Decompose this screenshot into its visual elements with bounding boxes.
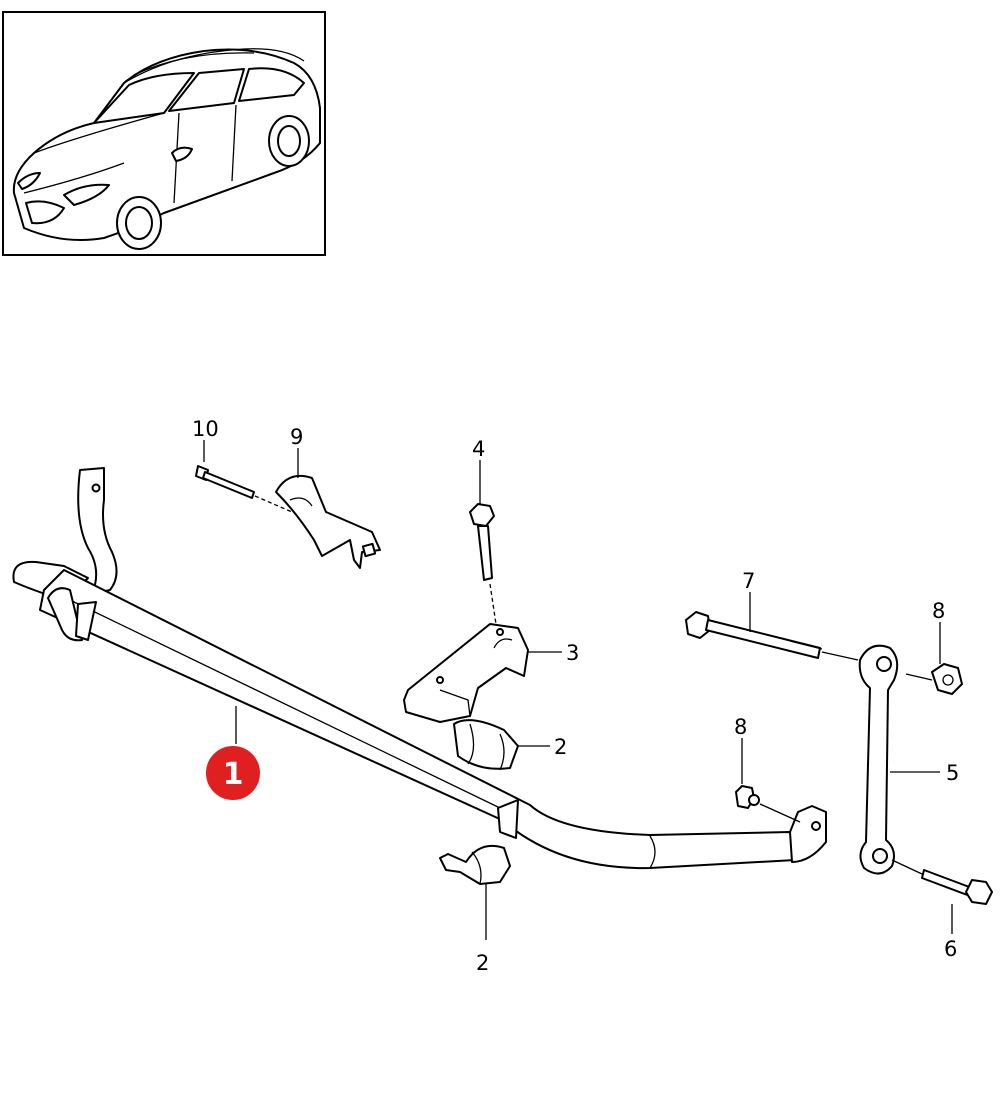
- callout-2-lower: 2: [476, 951, 489, 975]
- callout-10: 10: [192, 417, 219, 441]
- bolt-part-7[interactable]: [685, 611, 859, 661]
- callout-7: 7: [742, 569, 755, 593]
- callout-8-lower: 8: [734, 715, 747, 739]
- callout-2-upper: 2: [554, 735, 567, 759]
- vehicle-thumbnail: [2, 11, 326, 256]
- part-1-badge[interactable]: 1: [204, 744, 262, 802]
- stabilizer-bar-part[interactable]: [12, 467, 827, 870]
- badge-label: 1: [223, 757, 244, 792]
- bracket-part-9[interactable]: [275, 474, 381, 569]
- clamp-part-3[interactable]: [403, 623, 529, 723]
- callout-8-upper: 8: [932, 599, 945, 623]
- callout-3: 3: [566, 641, 579, 665]
- callout-6: 6: [944, 937, 957, 961]
- callout-5: 5: [946, 761, 959, 785]
- bushing-part-2-lower[interactable]: [439, 844, 511, 885]
- vehicle-overview-icon: [12, 48, 321, 250]
- callout-4: 4: [472, 437, 485, 461]
- link-part-5[interactable]: [858, 644, 899, 875]
- nut-part-8-upper[interactable]: [905, 663, 963, 695]
- bolt-part-4[interactable]: [469, 503, 497, 625]
- callout-labels: 10 9 4 7 8 3 2 8 5 6 2: [192, 417, 959, 975]
- bolt-part-6[interactable]: [891, 859, 993, 905]
- bolt-part-10[interactable]: [195, 465, 293, 513]
- badge-circle: [204, 744, 262, 802]
- nut-part-8-lower[interactable]: [735, 785, 801, 823]
- leader-lines: [203, 440, 953, 940]
- bushing-part-2-upper[interactable]: [453, 719, 519, 771]
- callout-9: 9: [290, 425, 303, 449]
